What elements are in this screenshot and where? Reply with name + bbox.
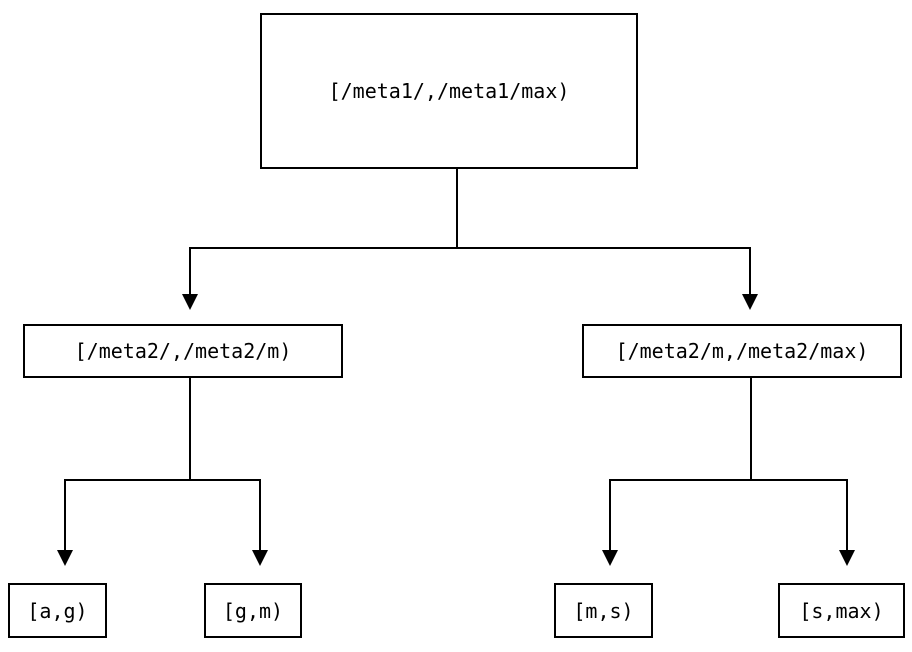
tree-leaf-ms-label: [m,s) bbox=[573, 598, 634, 623]
tree-node-meta2-right: [/meta2/m,/meta2/max) bbox=[582, 324, 902, 378]
edge-root-stem-line bbox=[456, 169, 458, 248]
tree-node-meta2-left-label: [/meta2/,/meta2/m) bbox=[74, 339, 292, 363]
tree-leaf-gm: [g,m) bbox=[204, 583, 302, 638]
edge-root-to-meta2-left-line bbox=[189, 247, 191, 294]
arrow-down-icon bbox=[182, 294, 198, 310]
edge-to-leaf-ag-line bbox=[64, 479, 66, 550]
tree-leaf-smax-label: [s,max) bbox=[799, 598, 884, 623]
edge-to-leaf-gm-line bbox=[259, 479, 261, 550]
arrow-down-icon bbox=[839, 550, 855, 566]
edge-level1-horizontal-line bbox=[189, 247, 751, 249]
tree-leaf-ag-label: [a,g) bbox=[27, 598, 88, 623]
edge-meta2-left-stem-line bbox=[189, 378, 191, 481]
tree-leaf-ms: [m,s) bbox=[554, 583, 653, 638]
edge-root-to-meta2-right-line bbox=[749, 247, 751, 294]
tree-node-meta2-right-label: [/meta2/m,/meta2/max) bbox=[615, 339, 869, 363]
edge-left-subtree-horizontal-line bbox=[64, 479, 261, 481]
arrow-down-icon bbox=[602, 550, 618, 566]
arrow-down-icon bbox=[742, 294, 758, 310]
arrow-down-icon bbox=[57, 550, 73, 566]
edge-right-subtree-horizontal-line bbox=[609, 479, 848, 481]
edge-to-leaf-ms-line bbox=[609, 479, 611, 550]
edge-meta2-right-stem-line bbox=[750, 378, 752, 481]
tree-node-root: [/meta1/,/meta1/max) bbox=[260, 13, 638, 169]
tree-leaf-gm-label: [g,m) bbox=[222, 598, 284, 623]
tree-node-root-label: [/meta1/,/meta1/max) bbox=[328, 79, 570, 103]
tree-leaf-ag: [a,g) bbox=[8, 583, 107, 638]
tree-node-meta2-left: [/meta2/,/meta2/m) bbox=[23, 324, 343, 378]
edge-to-leaf-smax-line bbox=[846, 479, 848, 550]
tree-leaf-smax: [s,max) bbox=[778, 583, 905, 638]
arrow-down-icon bbox=[252, 550, 268, 566]
